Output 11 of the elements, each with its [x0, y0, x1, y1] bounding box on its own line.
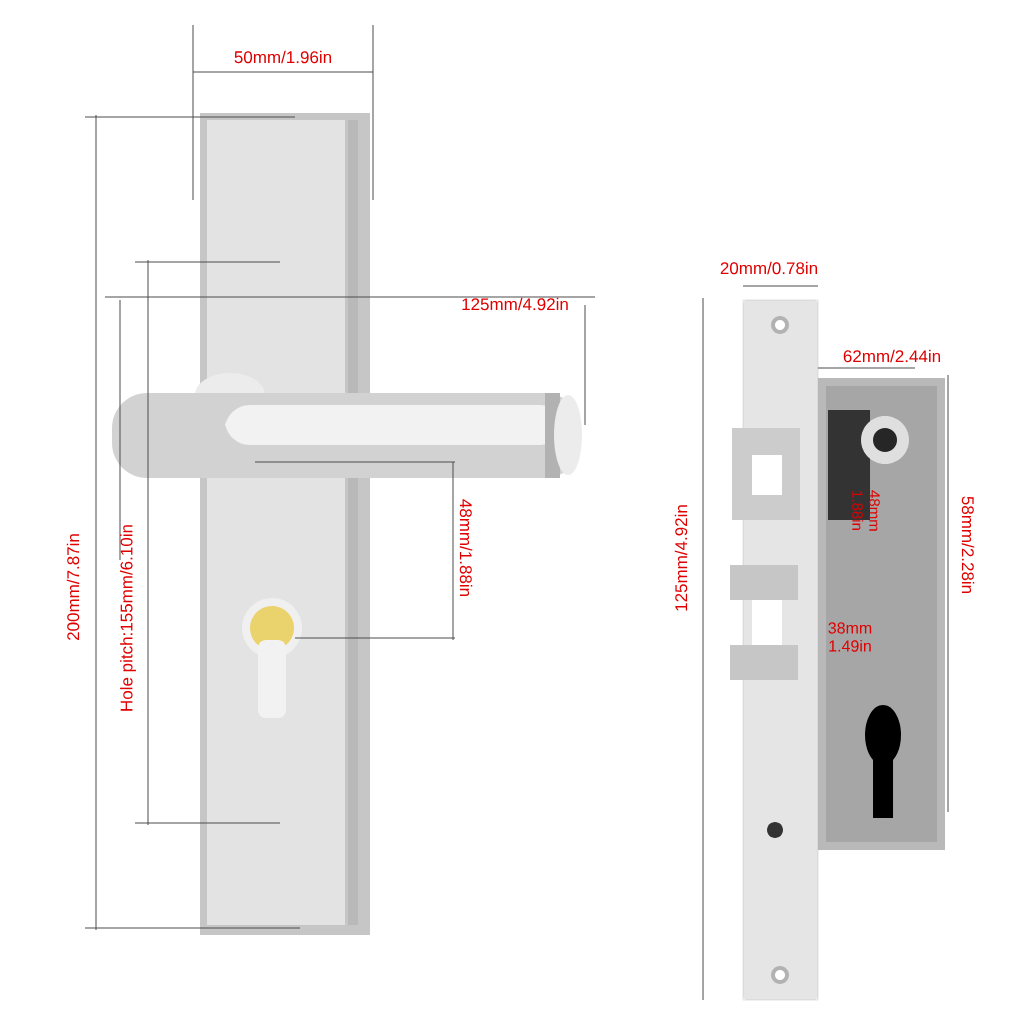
dimension-label: 48mm/1.88in: [459, 499, 473, 596]
dimension-label: 200mm/7.87in: [66, 534, 80, 640]
dimension-label: 125mm/4.92in: [462, 297, 568, 311]
dimension-label: 38mm 1.49in: [828, 622, 872, 652]
dimension-label: 48mm 1.88in: [852, 490, 880, 531]
dimension-label: 62mm/2.44in: [843, 349, 941, 363]
dimension-label: Hole pitch:155mm/6.10in: [120, 525, 136, 711]
dimension-label: 50mm/1.96in: [234, 50, 331, 64]
dimension-label: 58mm/2.28in: [961, 496, 975, 593]
dimension-label: 20mm/0.78in: [720, 261, 818, 275]
dimension-label: 125mm/4.92in: [674, 505, 688, 611]
